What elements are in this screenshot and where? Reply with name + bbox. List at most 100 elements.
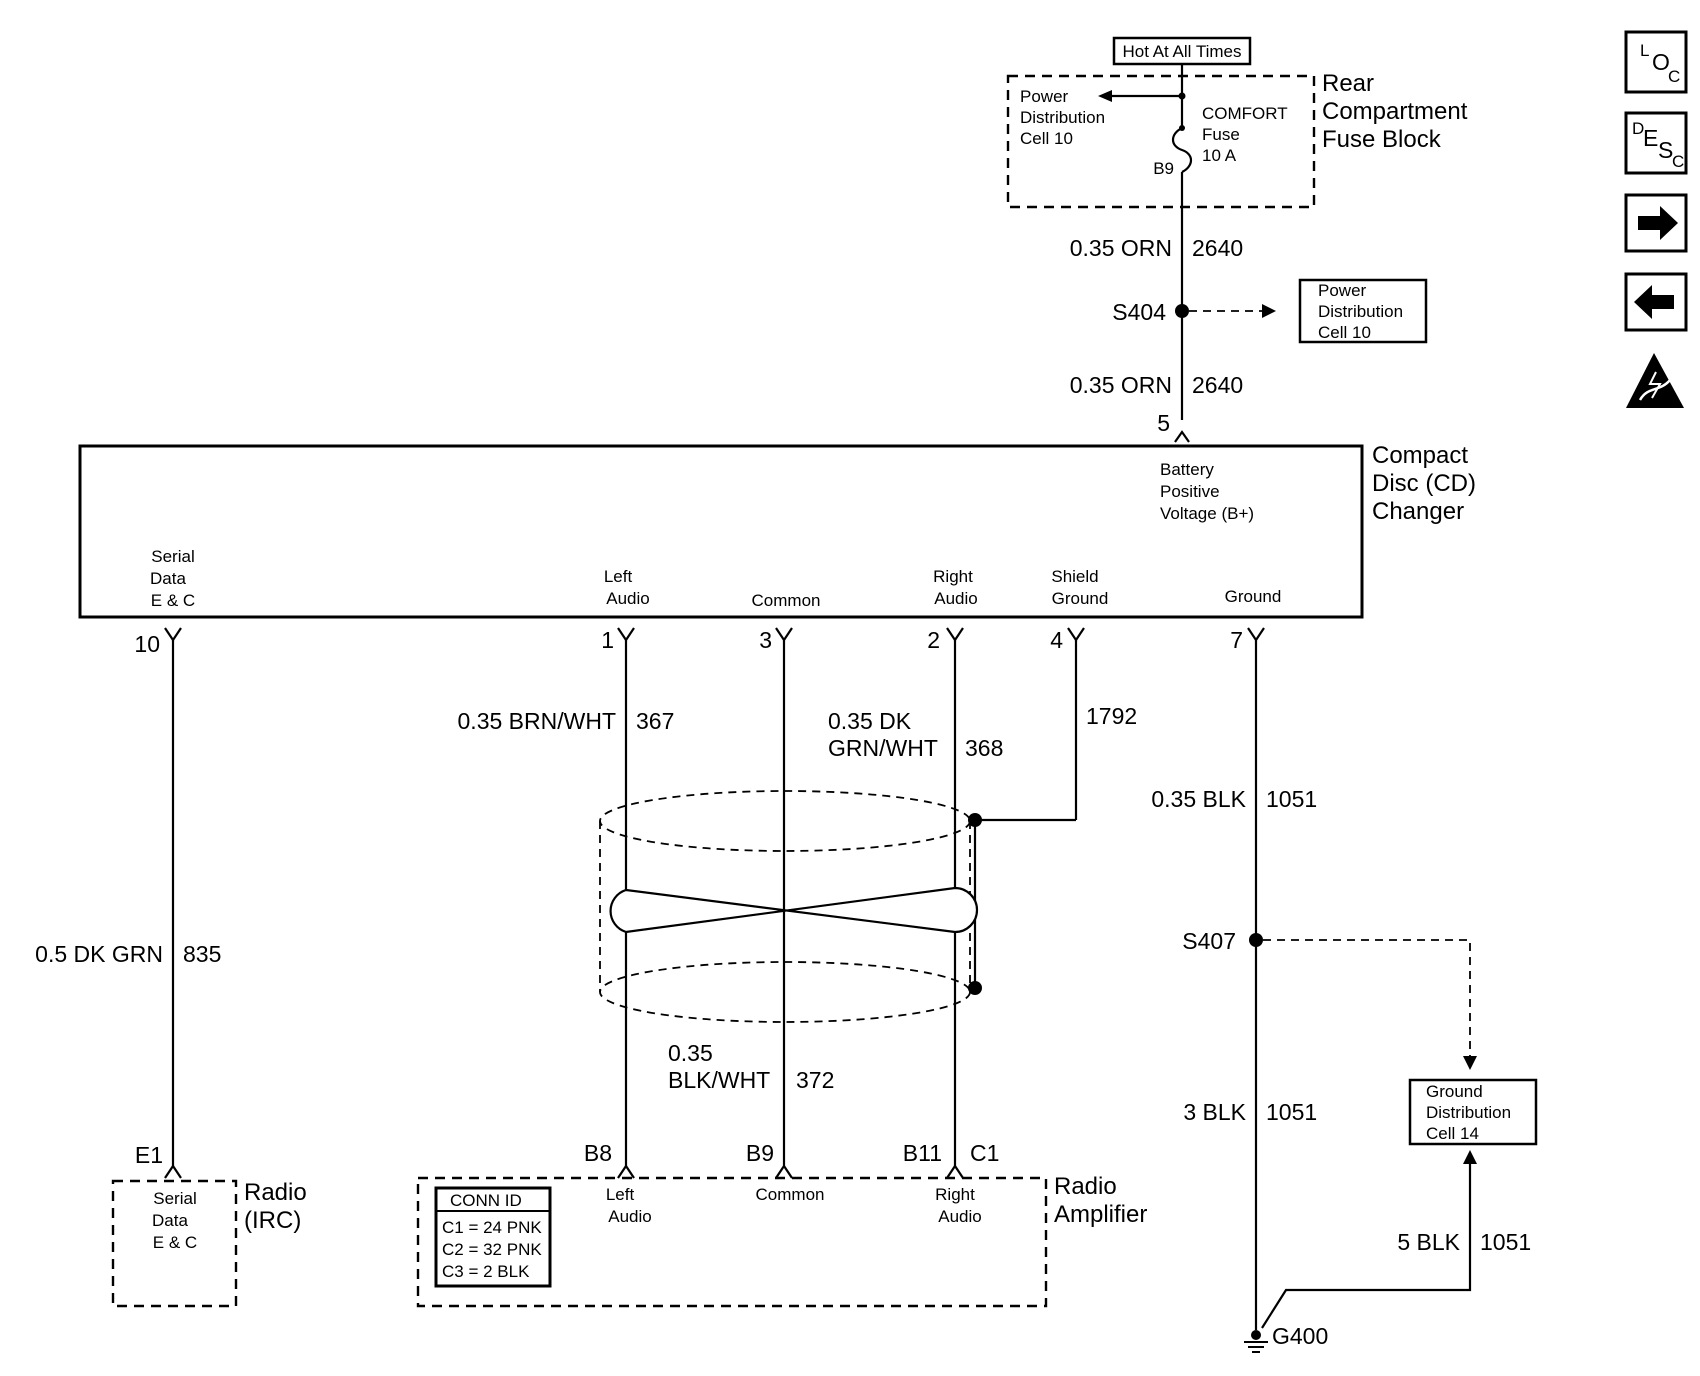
pin-2: 2 — [927, 627, 940, 653]
conn-id-c3: C3 = 2 BLK — [442, 1262, 530, 1281]
common-wire-gauge-2: BLK/WHT — [668, 1067, 770, 1093]
terminal-common-label: Common — [752, 591, 821, 610]
amp-pin-b11: B11 — [903, 1140, 942, 1166]
terminal-left-label-1: Left — [604, 567, 633, 586]
power-ref-line-2: Distribution — [1020, 108, 1105, 127]
cd-changer-name-1: Compact — [1372, 442, 1468, 469]
feed-upper-gauge: 0.35 ORN — [1070, 235, 1172, 261]
twisted-pair-icon — [609, 886, 979, 934]
shield-splice-bottom — [968, 981, 982, 995]
fuse-icon — [1171, 127, 1193, 173]
bplus-label-3: Voltage (B+) — [1160, 504, 1254, 523]
conn-id-title: CONN ID — [450, 1191, 522, 1210]
bplus-label-2: Positive — [1160, 482, 1220, 501]
back-button[interactable] — [1624, 272, 1688, 332]
radio-label-2: Data — [152, 1211, 188, 1230]
serial-wire-gauge: 0.5 DK GRN — [35, 941, 163, 967]
feed-pin: 5 — [1157, 410, 1170, 436]
power-dist-ref-3: Cell 10 — [1318, 323, 1371, 342]
splice-s404 — [1175, 304, 1189, 318]
splice-s404-label: S404 — [1112, 299, 1166, 325]
forward-button[interactable] — [1624, 193, 1688, 253]
desc-button[interactable]: D E S C — [1624, 111, 1688, 175]
left-wire-gauge: 0.35 BRN/WHT — [458, 708, 616, 734]
terminal-left-label-2: Audio — [606, 589, 649, 608]
amp-pin-b8: B8 — [584, 1140, 612, 1166]
pin-4: 4 — [1050, 627, 1063, 653]
amplifier-name-1: Radio — [1054, 1173, 1117, 1200]
splice-s407 — [1249, 933, 1263, 947]
conn-id-c1: C1 = 24 PNK — [442, 1218, 542, 1237]
conn-id-box — [434, 1186, 552, 1288]
power-dist-ref-box — [1298, 278, 1428, 344]
radio-amplifier-outline — [416, 1176, 1048, 1308]
feed-upper-circuit: 2640 — [1192, 235, 1243, 261]
loc-c: C — [1668, 67, 1680, 86]
rear-fuse-block-outline — [1006, 74, 1316, 209]
left-wire-circuit: 367 — [636, 708, 674, 734]
radio-pin: E1 — [135, 1142, 163, 1168]
radio-name-1: Radio — [244, 1179, 307, 1206]
cd-changer-name-2: Disc (CD) — [1372, 470, 1476, 497]
amp-right-label-2: Audio — [938, 1207, 981, 1226]
radio-label-3: E & C — [153, 1233, 197, 1252]
ground-dist-circuit: 1051 — [1480, 1229, 1531, 1255]
ground-dist-ref-2: Distribution — [1426, 1103, 1511, 1122]
conn-id-c2: C2 = 32 PNK — [442, 1240, 542, 1259]
serial-wire-circuit: 835 — [183, 941, 221, 967]
radio-label-1: Serial — [153, 1189, 196, 1208]
right-wire-gauge-1: 0.35 DK — [828, 708, 912, 734]
fuse-block-name-1: Rear — [1322, 70, 1374, 97]
bplus-label-1: Battery — [1160, 460, 1214, 479]
terminal-serial-label-3: E & C — [151, 591, 195, 610]
amplifier-name-2: Amplifier — [1054, 1201, 1147, 1228]
ground-upper-circuit: 1051 — [1266, 786, 1317, 812]
ground-dist-gauge: 5 BLK — [1397, 1229, 1460, 1255]
terminal-shield-label-2: Ground — [1052, 589, 1109, 608]
pin-7: 7 — [1230, 627, 1243, 653]
power-ref-line-1: Power — [1020, 87, 1069, 106]
feed-lower-gauge: 0.35 ORN — [1070, 372, 1172, 398]
fuse-rating: 10 A — [1202, 146, 1237, 165]
pin-1: 1 — [601, 627, 614, 653]
terminal-right-label-2: Audio — [934, 589, 977, 608]
ground-point-label: G400 — [1272, 1323, 1328, 1349]
power-ref-line-3: Cell 10 — [1020, 129, 1073, 148]
esd-warning-icon — [1626, 353, 1684, 408]
common-wire-gauge-1: 0.35 — [668, 1040, 713, 1066]
radio-name-2: (IRC) — [244, 1207, 301, 1234]
terminal-serial-label-2: Data — [150, 569, 186, 588]
loc-o: O — [1652, 49, 1670, 75]
power-dist-ref-1: Power — [1318, 281, 1367, 300]
terminal-serial-label-1: Serial — [151, 547, 194, 566]
desc-e: E — [1643, 125, 1658, 151]
loc-button[interactable]: L O C — [1624, 30, 1688, 94]
splice-s407-label: S407 — [1182, 928, 1236, 954]
desc-d: D — [1632, 119, 1644, 138]
fuse-label: Fuse — [1202, 125, 1240, 144]
loc-l: L — [1640, 41, 1649, 60]
ground-dist-ref-3: Cell 14 — [1426, 1124, 1479, 1143]
fuse-block-name-2: Compartment — [1322, 98, 1468, 125]
power-dist-ref-2: Distribution — [1318, 302, 1403, 321]
common-wire-circuit: 372 — [796, 1067, 834, 1093]
ground-upper-gauge: 0.35 BLK — [1151, 786, 1246, 812]
radio-irc-outline — [111, 1179, 238, 1308]
right-wire-circuit: 368 — [965, 735, 1003, 761]
terminal-right-label-1: Right — [933, 567, 973, 586]
hot-at-all-times-label: Hot At All Times — [1122, 42, 1241, 61]
amp-pin-b9: B9 — [746, 1140, 774, 1166]
power-ref-arrowhead — [1098, 90, 1112, 102]
right-wire-gauge-2: GRN/WHT — [828, 735, 938, 761]
amp-pin-c1: C1 — [970, 1140, 999, 1166]
amp-left-label-1: Left — [606, 1185, 635, 1204]
ground-dist-ref-1: Ground — [1426, 1082, 1483, 1101]
fuse-pin: B9 — [1153, 159, 1174, 178]
ground-lower-gauge: 3 BLK — [1183, 1099, 1246, 1125]
amp-common-label: Common — [756, 1185, 825, 1204]
arrow-left-icon — [1634, 285, 1674, 319]
ground-lower-circuit: 1051 — [1266, 1099, 1317, 1125]
desc-s: S — [1658, 137, 1673, 163]
s407-ref-dash — [1263, 939, 1471, 1060]
